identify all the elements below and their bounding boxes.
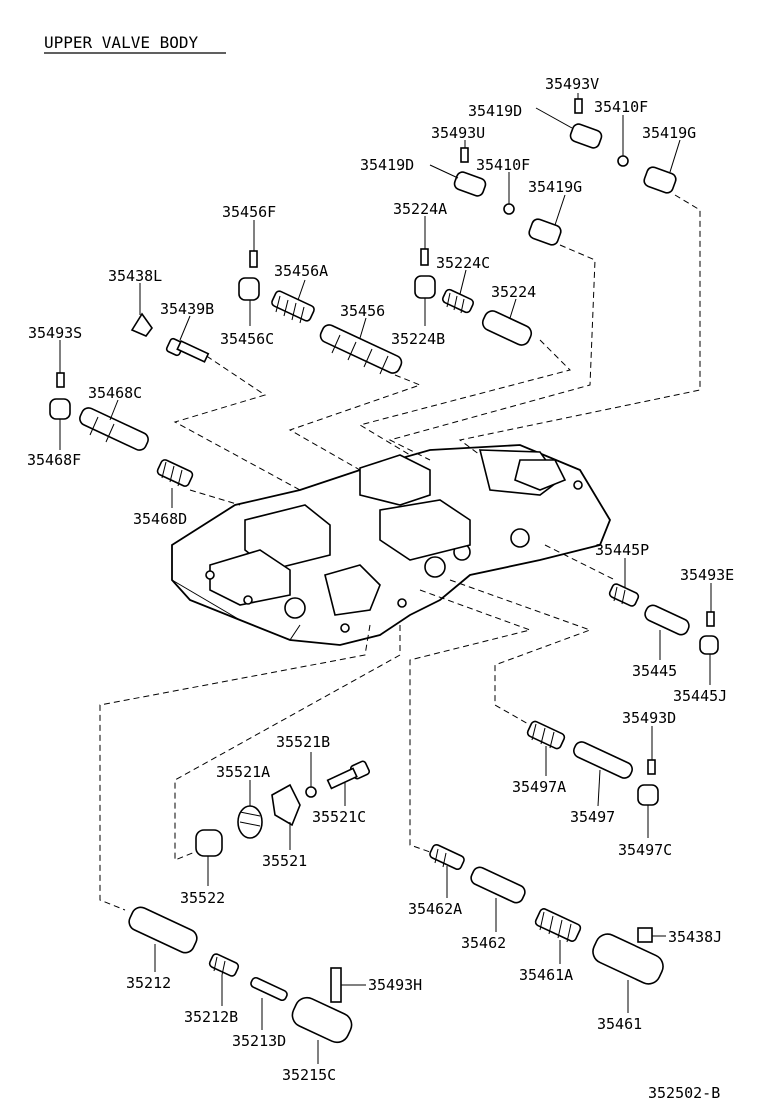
label-35468F: 35468F bbox=[27, 451, 81, 469]
label-35521C: 35521C bbox=[312, 808, 366, 826]
plug-35497C bbox=[637, 784, 659, 806]
valve-35468C bbox=[79, 407, 149, 451]
label-35497A: 35497A bbox=[512, 778, 566, 796]
label-35224: 35224 bbox=[491, 283, 536, 301]
pin-35493D bbox=[647, 759, 656, 775]
part-labels: 35493V 35419D 35410F 35493U 35419G 35419… bbox=[27, 75, 734, 1102]
plate-35521 bbox=[271, 783, 301, 827]
plug-35419D-top bbox=[569, 123, 603, 149]
label-35497C: 35497C bbox=[618, 841, 672, 859]
label-35215C: 35215C bbox=[282, 1066, 336, 1084]
label-35521B: 35521B bbox=[276, 733, 330, 751]
sleeve-35461 bbox=[592, 933, 664, 985]
valve-35456 bbox=[319, 324, 403, 375]
label-35410F-lower: 35410F bbox=[476, 156, 530, 174]
figure-code: 352502-B bbox=[648, 1084, 720, 1102]
label-35419D-top: 35419D bbox=[468, 102, 522, 120]
pin-35456F bbox=[249, 250, 258, 268]
upper-valve-body-casting bbox=[171, 444, 612, 646]
label-35224B: 35224B bbox=[391, 330, 445, 348]
plug-35445J bbox=[699, 635, 719, 655]
label-35419G-top: 35419G bbox=[642, 124, 696, 142]
label-35461: 35461 bbox=[597, 1015, 642, 1033]
pin-35493H bbox=[330, 967, 342, 1003]
label-35456: 35456 bbox=[340, 302, 385, 320]
label-35522: 35522 bbox=[180, 889, 225, 907]
assembly-guide-lines bbox=[99, 194, 701, 911]
plug-35456C bbox=[238, 277, 260, 301]
label-35212B: 35212B bbox=[184, 1008, 238, 1026]
spring-35212B bbox=[208, 953, 240, 977]
clip-35438J bbox=[637, 927, 653, 943]
spring-35468D bbox=[156, 459, 194, 487]
label-35468C: 35468C bbox=[88, 384, 142, 402]
pin-35493S bbox=[56, 372, 65, 388]
washer-35521B bbox=[305, 786, 317, 798]
label-35419G-lower: 35419G bbox=[528, 178, 582, 196]
pin-35224A bbox=[420, 248, 429, 266]
ball-35410F-top bbox=[617, 155, 629, 167]
label-35456A: 35456A bbox=[274, 262, 328, 280]
pin-35493E bbox=[706, 611, 715, 627]
spring-35461A bbox=[534, 908, 582, 943]
label-35521: 35521 bbox=[262, 852, 307, 870]
pin-35493U bbox=[460, 147, 469, 163]
plug-35419G-top bbox=[643, 166, 677, 194]
label-35493V: 35493V bbox=[545, 75, 599, 93]
label-35468D: 35468D bbox=[133, 510, 187, 528]
label-35493E: 35493E bbox=[680, 566, 734, 584]
label-35461A: 35461A bbox=[519, 966, 573, 984]
label-35456C: 35456C bbox=[220, 330, 274, 348]
clip-35438L bbox=[130, 312, 153, 337]
label-35438J: 35438J bbox=[668, 928, 722, 946]
spring-35521A bbox=[237, 805, 263, 839]
label-35439B: 35439B bbox=[160, 300, 214, 318]
valve-35462 bbox=[470, 866, 526, 904]
label-35462: 35462 bbox=[461, 934, 506, 952]
label-35445P: 35445P bbox=[595, 541, 649, 559]
label-35445: 35445 bbox=[632, 662, 677, 680]
bolt-35521C bbox=[326, 760, 371, 790]
spring-35224C bbox=[441, 288, 475, 314]
bolt-35439B bbox=[165, 337, 210, 363]
label-35212: 35212 bbox=[126, 974, 171, 992]
label-35493H: 35493H bbox=[368, 976, 422, 994]
label-35521A: 35521A bbox=[216, 763, 270, 781]
spring-35462A bbox=[429, 843, 465, 871]
ball-35410F-lower bbox=[503, 203, 515, 215]
label-35438L: 35438L bbox=[108, 267, 162, 285]
label-35493D: 35493D bbox=[622, 709, 676, 727]
label-35493S: 35493S bbox=[28, 324, 82, 342]
label-35497: 35497 bbox=[570, 808, 615, 826]
label-35410F-top: 35410F bbox=[594, 98, 648, 116]
label-35419D-lower: 35419D bbox=[360, 156, 414, 174]
valve-35497 bbox=[573, 741, 633, 779]
label-35445J: 35445J bbox=[673, 687, 727, 705]
label-35456F: 35456F bbox=[222, 203, 276, 221]
spring-35456A bbox=[271, 290, 315, 324]
plug-35522 bbox=[195, 829, 223, 857]
sleeve-35215C bbox=[291, 996, 353, 1044]
diagram-title: UPPER VALVE BODY bbox=[44, 33, 198, 52]
label-35213D: 35213D bbox=[232, 1032, 286, 1050]
plunger-35213D bbox=[250, 976, 288, 1002]
plug-35468F bbox=[49, 398, 71, 420]
spring-35445P bbox=[608, 583, 640, 607]
label-35462A: 35462A bbox=[408, 900, 462, 918]
spring-35497A bbox=[526, 720, 566, 750]
label-35224C: 35224C bbox=[436, 254, 490, 272]
pin-35493V bbox=[574, 98, 583, 114]
plug-35419G-lower bbox=[528, 218, 562, 246]
valve-35445 bbox=[644, 604, 690, 636]
valve-35224 bbox=[481, 310, 533, 346]
plug-35419D-lower bbox=[453, 171, 487, 197]
label-35493U: 35493U bbox=[431, 124, 485, 142]
leader-lines bbox=[59, 93, 712, 1064]
valve-35212 bbox=[128, 906, 198, 954]
plug-35224B bbox=[414, 275, 436, 299]
label-35224A: 35224A bbox=[393, 200, 447, 218]
